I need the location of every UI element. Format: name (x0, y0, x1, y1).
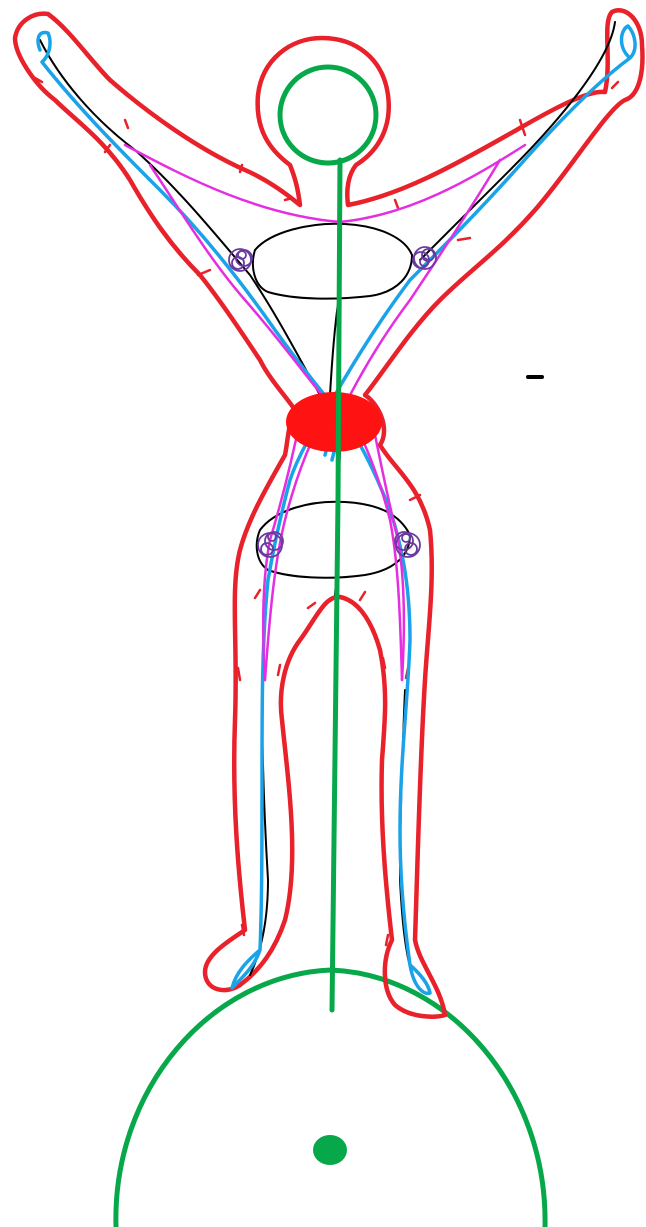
head-circle (280, 67, 376, 163)
central-axis (332, 160, 340, 1010)
chest-oval (253, 224, 412, 299)
outline-ticks (35, 78, 618, 945)
center-disc (286, 392, 382, 452)
left-shoulder-spiral (229, 249, 252, 271)
ground-dot (313, 1135, 347, 1165)
right-shoulder-spiral (413, 247, 436, 269)
